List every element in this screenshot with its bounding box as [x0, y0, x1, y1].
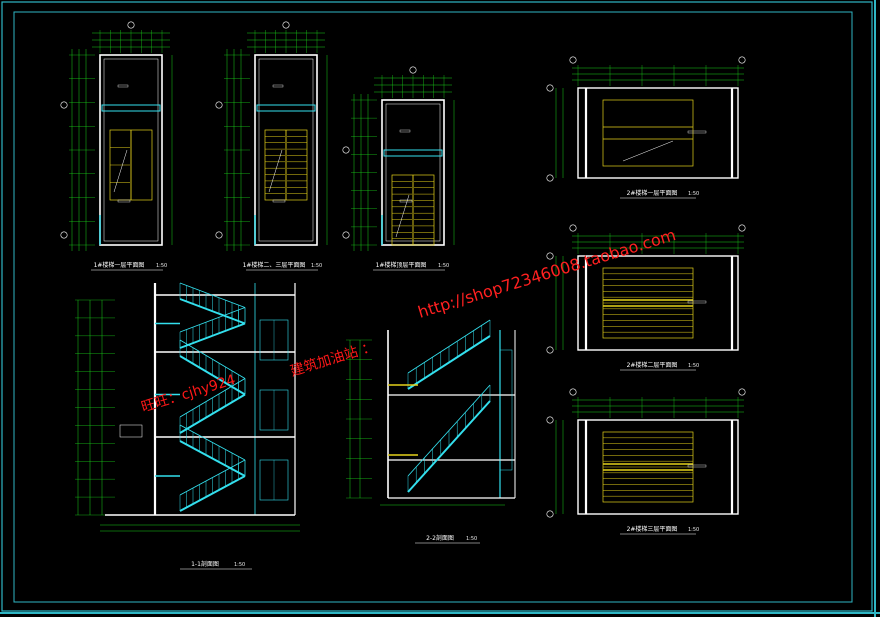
note-mark [399, 199, 413, 203]
plan-1-2 [215, 21, 328, 251]
axis-bubble [409, 66, 417, 74]
axis-bubble [282, 21, 290, 29]
axis-bubble [569, 224, 577, 232]
inner-wall [258, 58, 314, 242]
axis-bubble [60, 101, 68, 109]
watermark-url: http://shop72346008.taobao.com [416, 225, 678, 322]
axis-bubble [546, 416, 554, 424]
inner-wall [103, 58, 159, 242]
inner-frame [13, 11, 853, 603]
axis-bubble [569, 56, 577, 64]
note-mark [272, 199, 286, 203]
axis-bubble [546, 84, 554, 92]
plan-title: 2#楼梯二层平面图 [627, 361, 678, 369]
plan-title: 2#楼梯三层平面图 [627, 525, 678, 533]
plans [60, 21, 746, 518]
axis-bubble [342, 146, 350, 154]
section-2-2 [346, 319, 516, 506]
plan-title: 1#楼梯二、三层平面图 [243, 261, 306, 269]
plan-scale: 1:50 [688, 363, 699, 369]
note-mark [117, 84, 129, 88]
axis-bubble [546, 346, 554, 354]
window [383, 149, 443, 157]
stair-wall [99, 54, 163, 246]
axis-bubble [738, 56, 746, 64]
plan-2-1 [546, 56, 746, 182]
window-elevation [499, 349, 513, 471]
section-scale: 1:50 [466, 536, 477, 542]
plan-scale: 1:50 [688, 527, 699, 533]
note-mark [687, 464, 707, 468]
stair-wall [577, 419, 739, 515]
plan-2-2 [546, 224, 746, 354]
axis-bubble [546, 252, 554, 260]
break-line [113, 149, 128, 193]
window [101, 104, 161, 112]
plan-scale: 1:50 [438, 263, 449, 269]
plan-title: 2#楼梯一层平面图 [627, 189, 678, 197]
plan-1-3 [342, 66, 455, 251]
stair-run [602, 99, 694, 167]
stair-wall [577, 255, 739, 351]
section-scale: 1:50 [234, 562, 245, 568]
titles: 1#楼梯一层平面图 1:50 1#楼梯二、三层平面图 1:50 1#楼梯顶层平面图 1:5… [91, 189, 699, 570]
axis-bubble [127, 21, 135, 29]
stair-wall [577, 87, 739, 179]
axis-bubble [215, 101, 223, 109]
axis-bubble [342, 231, 350, 239]
plan-2-3 [546, 388, 746, 518]
note-mark [272, 84, 284, 88]
note-mark [687, 300, 707, 304]
section-title: 1-1剖面图 [191, 560, 219, 568]
section-1-1 [75, 282, 300, 532]
plan-scale: 1:50 [688, 191, 699, 197]
axis-bubble [738, 388, 746, 396]
plan-title: 1#楼梯一层平面图 [94, 261, 145, 269]
plan-scale: 1:50 [311, 263, 322, 269]
section-title: 2-2剖面图 [426, 534, 454, 542]
plan-1-1 [60, 21, 173, 251]
axis-bubble [738, 224, 746, 232]
note-mark [399, 129, 411, 133]
break-line [268, 149, 283, 193]
break-line [395, 194, 410, 238]
break-line [622, 140, 674, 162]
plan-title: 1#楼梯顶层平面图 [376, 261, 427, 269]
note-mark [117, 199, 131, 203]
note-mark [687, 130, 707, 134]
watermark-shop: 建筑加油站 ： [288, 339, 377, 380]
axis-bubble [569, 388, 577, 396]
axis-bubble [215, 231, 223, 239]
plan-scale: 1:50 [156, 263, 167, 269]
stair-wall [254, 54, 318, 246]
axis-bubble [60, 231, 68, 239]
axis-bubble [546, 510, 554, 518]
axis-bubble [546, 174, 554, 182]
window [256, 104, 316, 112]
canopy [119, 424, 143, 438]
sections [75, 282, 516, 532]
